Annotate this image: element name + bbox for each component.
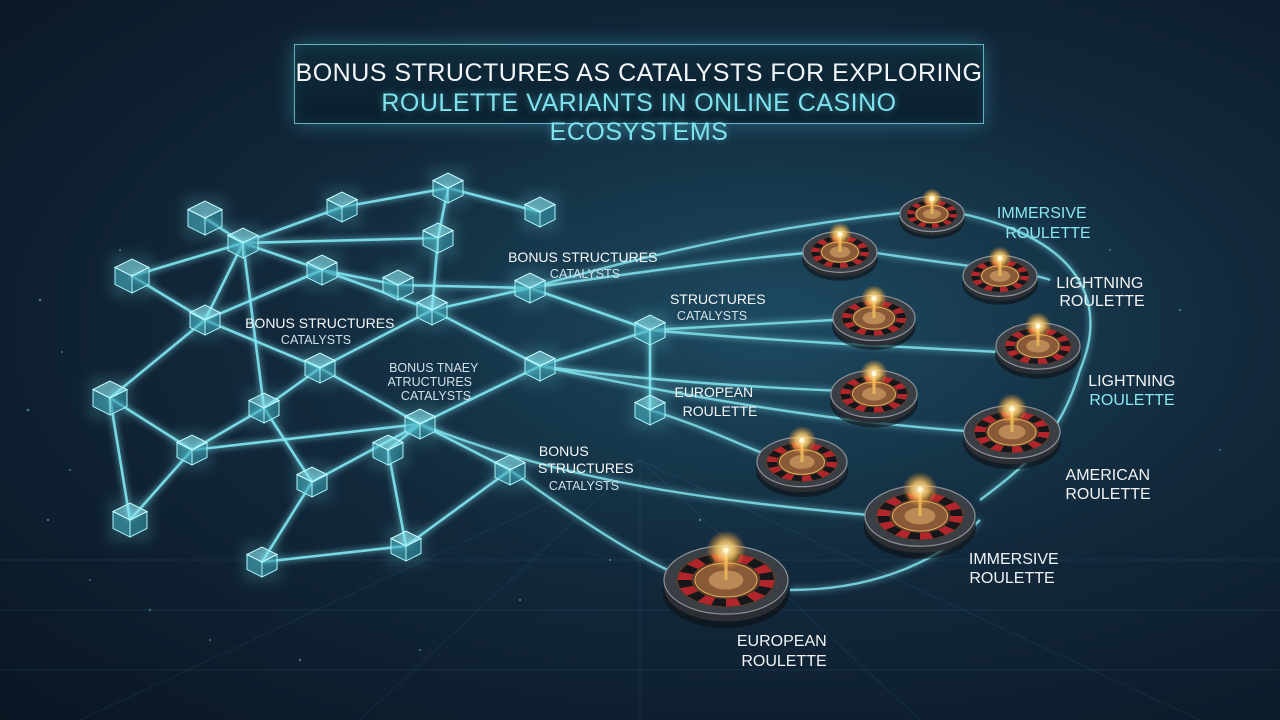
network-node-cube: [429, 169, 467, 207]
network-link: [203, 318, 322, 370]
network-node-cube: [186, 301, 224, 339]
roulette-labels: IMMERSIVE ROULETTE LIGHTNING ROULETTE LI…: [737, 205, 1180, 670]
network-link: [190, 422, 422, 452]
label-lightning-roulette-2: LIGHTNING ROULETTE: [1088, 373, 1180, 409]
network-labels: BONUS STRUCTURES CATALYSTS STRUCTURES CA…: [245, 249, 770, 493]
label-lightning-roulette-1: LIGHTNING ROULETTE: [1056, 275, 1148, 310]
network-node-cube: [243, 543, 281, 581]
roulette-wheel: [756, 426, 848, 497]
title-panel: BONUS STRUCTURES AS CATALYSTS FOR EXPLOR…: [294, 44, 984, 146]
network-link: [241, 241, 266, 410]
network-link: [241, 236, 440, 245]
network-node-cube: [521, 347, 559, 385]
network-nodes: [89, 169, 669, 581]
network-node-cube: [631, 391, 669, 429]
roulette-wheel: [830, 359, 918, 428]
network-node-cube: [111, 255, 153, 297]
roulette-wheels: [662, 188, 1081, 629]
network-link: [203, 268, 324, 322]
network-node-cube: [301, 349, 339, 387]
label-european-roulette-bottom: EUROPEAN ROULETTE: [737, 633, 831, 670]
roulette-wheel: [995, 312, 1081, 379]
roulette-wheel: [832, 285, 916, 350]
label-structures-mid: STRUCTURES CATALYSTS: [670, 291, 770, 323]
network-link: [260, 544, 408, 564]
network-node-cube: [413, 291, 451, 329]
title-line-2: ROULETTE VARIANTS IN ONLINE CASINO ECOSY…: [381, 89, 897, 146]
network-node-cube: [184, 197, 226, 239]
network-link: [528, 286, 652, 332]
network-node-cube: [173, 431, 211, 469]
label-immersive-roulette-top: IMMERSIVE ROULETTE: [997, 205, 1091, 242]
network-node-cube: [369, 431, 407, 469]
network-node-cube: [323, 188, 361, 226]
label-european-mid: EUROPEAN ROULETTE: [674, 384, 757, 419]
roulette-wheel: [662, 530, 790, 629]
roulette-wheel: [802, 222, 878, 281]
network-node-cube: [224, 224, 262, 262]
floor-grid: [0, 459, 1280, 720]
network-link: [418, 364, 542, 426]
network-node-cube: [521, 193, 559, 231]
label-immersive-roulette-bottom: IMMERSIVE ROULETTE: [969, 551, 1063, 587]
roulette-wheel: [863, 472, 977, 559]
particle-field: [26, 249, 1221, 662]
roulette-wheel: [899, 188, 965, 239]
label-bonus-left: BONUS STRUCTURES CATALYSTS: [245, 315, 399, 347]
label-bonus-bottom: BONUS STRUCTURES CATALYSTS: [538, 443, 638, 493]
network-node-cube: [245, 389, 283, 427]
network-node-cube: [109, 499, 151, 541]
roulette-wheel: [962, 246, 1038, 305]
network-node-cube: [511, 269, 549, 307]
label-american-roulette: AMERICAN ROULETTE: [1065, 467, 1154, 503]
network-node-cube: [293, 463, 331, 501]
roulette-wheel: [963, 393, 1061, 470]
label-bonus-center: BONUS TNAEY ATRUCTURES CATALYSTS: [388, 359, 483, 403]
network-node-cube: [387, 527, 425, 565]
network-node-cube: [631, 311, 669, 349]
network-node-cube: [89, 377, 131, 419]
network-links: [108, 186, 652, 564]
network-link: [396, 283, 532, 290]
network-node-cube: [303, 251, 341, 289]
title-line-1: BONUS STRUCTURES AS CATALYSTS FOR EXPLOR…: [295, 59, 983, 87]
label-bonus-top: BONUS STRUCTURES CATALYSTS: [508, 249, 662, 281]
network-node-cube: [491, 451, 529, 489]
network-node-cube: [379, 266, 417, 304]
network-node-cube: [401, 405, 439, 443]
network-node-cube: [419, 219, 457, 257]
